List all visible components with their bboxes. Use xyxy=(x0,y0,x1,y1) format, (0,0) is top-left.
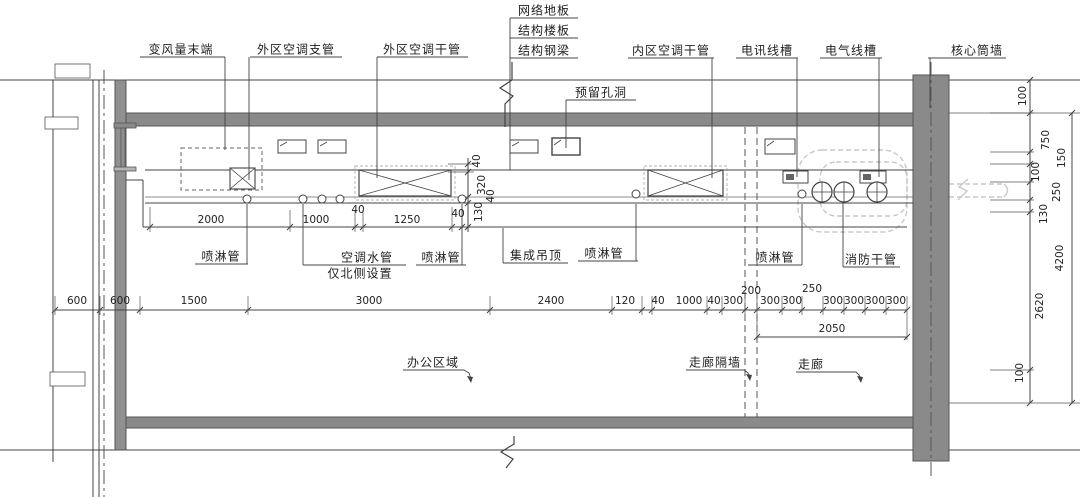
break-symbols xyxy=(498,62,515,469)
dim-b300d: 300 xyxy=(822,295,844,307)
label-corridor: 走廊 xyxy=(797,357,825,372)
label-electric-tray: 电气线槽 xyxy=(824,43,878,58)
label-outer-branch-duct: 外区空调支管 xyxy=(256,42,336,57)
dim-r750: 750 xyxy=(1040,129,1052,151)
label-structural-slab: 结构楼板 xyxy=(517,23,571,38)
label-north-side-note: 仅北侧设置 xyxy=(327,266,393,281)
dim-v40a: 40 xyxy=(471,154,483,168)
dim-r250: 250 xyxy=(1051,181,1063,203)
facade-mullion xyxy=(114,79,127,451)
dimension-ticks xyxy=(51,76,1076,407)
dim-b300e: 300 xyxy=(843,295,865,307)
label-fire-main: 消防干管 xyxy=(844,252,898,267)
reserved-holes xyxy=(277,137,796,156)
dim-b250: 250 xyxy=(801,283,823,295)
ducts xyxy=(229,165,728,201)
label-office-area: 办公区域 xyxy=(406,355,460,370)
label-core-wall: 核心筒墙 xyxy=(950,43,1004,58)
label-vav-terminal: 变风量末端 xyxy=(148,42,214,57)
label-inner-main-duct: 内区空调干管 xyxy=(631,43,711,58)
vav-box xyxy=(180,147,263,191)
dim-b3000: 3000 xyxy=(355,295,383,307)
dim-b1500: 1500 xyxy=(180,295,208,307)
dim-r150: 150 xyxy=(1056,147,1068,169)
dim-b300g: 300 xyxy=(885,295,907,307)
dim-b2400: 2400 xyxy=(537,295,565,307)
dimension-lines xyxy=(55,80,1073,403)
dim-b2050: 2050 xyxy=(818,323,846,335)
dim-2000: 2000 xyxy=(197,214,225,226)
dim-b600b: 600 xyxy=(109,295,131,307)
base-lines xyxy=(0,79,1080,497)
dim-b40a: 40 xyxy=(651,295,665,307)
label-network-floor: 网络地板 xyxy=(517,3,571,18)
ceiling-lines xyxy=(126,169,913,228)
dim-r4200: 4200 xyxy=(1054,244,1066,272)
dim-r2620: 2620 xyxy=(1034,292,1046,320)
pipe-sections xyxy=(811,181,888,203)
dim-b300f: 300 xyxy=(864,295,886,307)
dim-b40b: 40 xyxy=(707,295,721,307)
structure-fills xyxy=(114,74,950,462)
steel-beam xyxy=(44,63,137,387)
label-corridor-partition: 走廊隔墙 xyxy=(688,355,742,370)
label-sprinkler-4: 喷淋管 xyxy=(755,250,795,265)
label-ac-water-pipe: 空调水管 xyxy=(340,250,394,265)
centerlines xyxy=(103,62,932,497)
dim-40a: 40 xyxy=(351,204,365,216)
leader-lines xyxy=(140,17,1006,380)
dim-r100c: 100 xyxy=(1014,362,1026,384)
dim-b200: 200 xyxy=(740,285,762,297)
top-slab xyxy=(125,112,914,127)
label-sprinkler-3: 喷淋管 xyxy=(584,246,624,261)
leader-arrowheads xyxy=(467,374,863,383)
floor-slab xyxy=(125,416,914,429)
dim-b300c: 300 xyxy=(781,295,803,307)
sprinkler-drops xyxy=(242,189,807,204)
dim-b1000: 1000 xyxy=(675,295,703,307)
label-sprinkler-2: 喷淋管 xyxy=(421,250,461,265)
label-structural-beam: 结构钢梁 xyxy=(517,43,571,58)
label-outer-main-duct: 外区空调干管 xyxy=(382,42,462,57)
dim-1250: 1250 xyxy=(393,214,421,226)
dimension-extensions xyxy=(54,112,1080,404)
dim-40b: 40 xyxy=(451,208,465,220)
dim-b120: 120 xyxy=(614,295,636,307)
cable-trays xyxy=(782,170,887,184)
dim-r100a: 100 xyxy=(1017,85,1029,107)
label-reserved-hole: 预留孔洞 xyxy=(574,85,628,100)
dim-b300b: 300 xyxy=(759,295,781,307)
corridor-partition-lines xyxy=(744,127,758,417)
dim-1000: 1000 xyxy=(302,214,330,226)
dim-r130: 130 xyxy=(1038,203,1050,225)
dim-b600a: 600 xyxy=(66,295,88,307)
dim-b300a: 300 xyxy=(722,295,744,307)
dim-v40b: 40 xyxy=(485,189,497,203)
dim-r100b: 100 xyxy=(1030,161,1042,183)
label-sprinkler-1: 喷淋管 xyxy=(201,249,241,264)
dim-v130: 130 xyxy=(473,201,485,223)
label-integrated-ceiling: 集成吊顶 xyxy=(509,248,563,263)
label-telecom-tray: 电讯线槽 xyxy=(740,43,794,58)
